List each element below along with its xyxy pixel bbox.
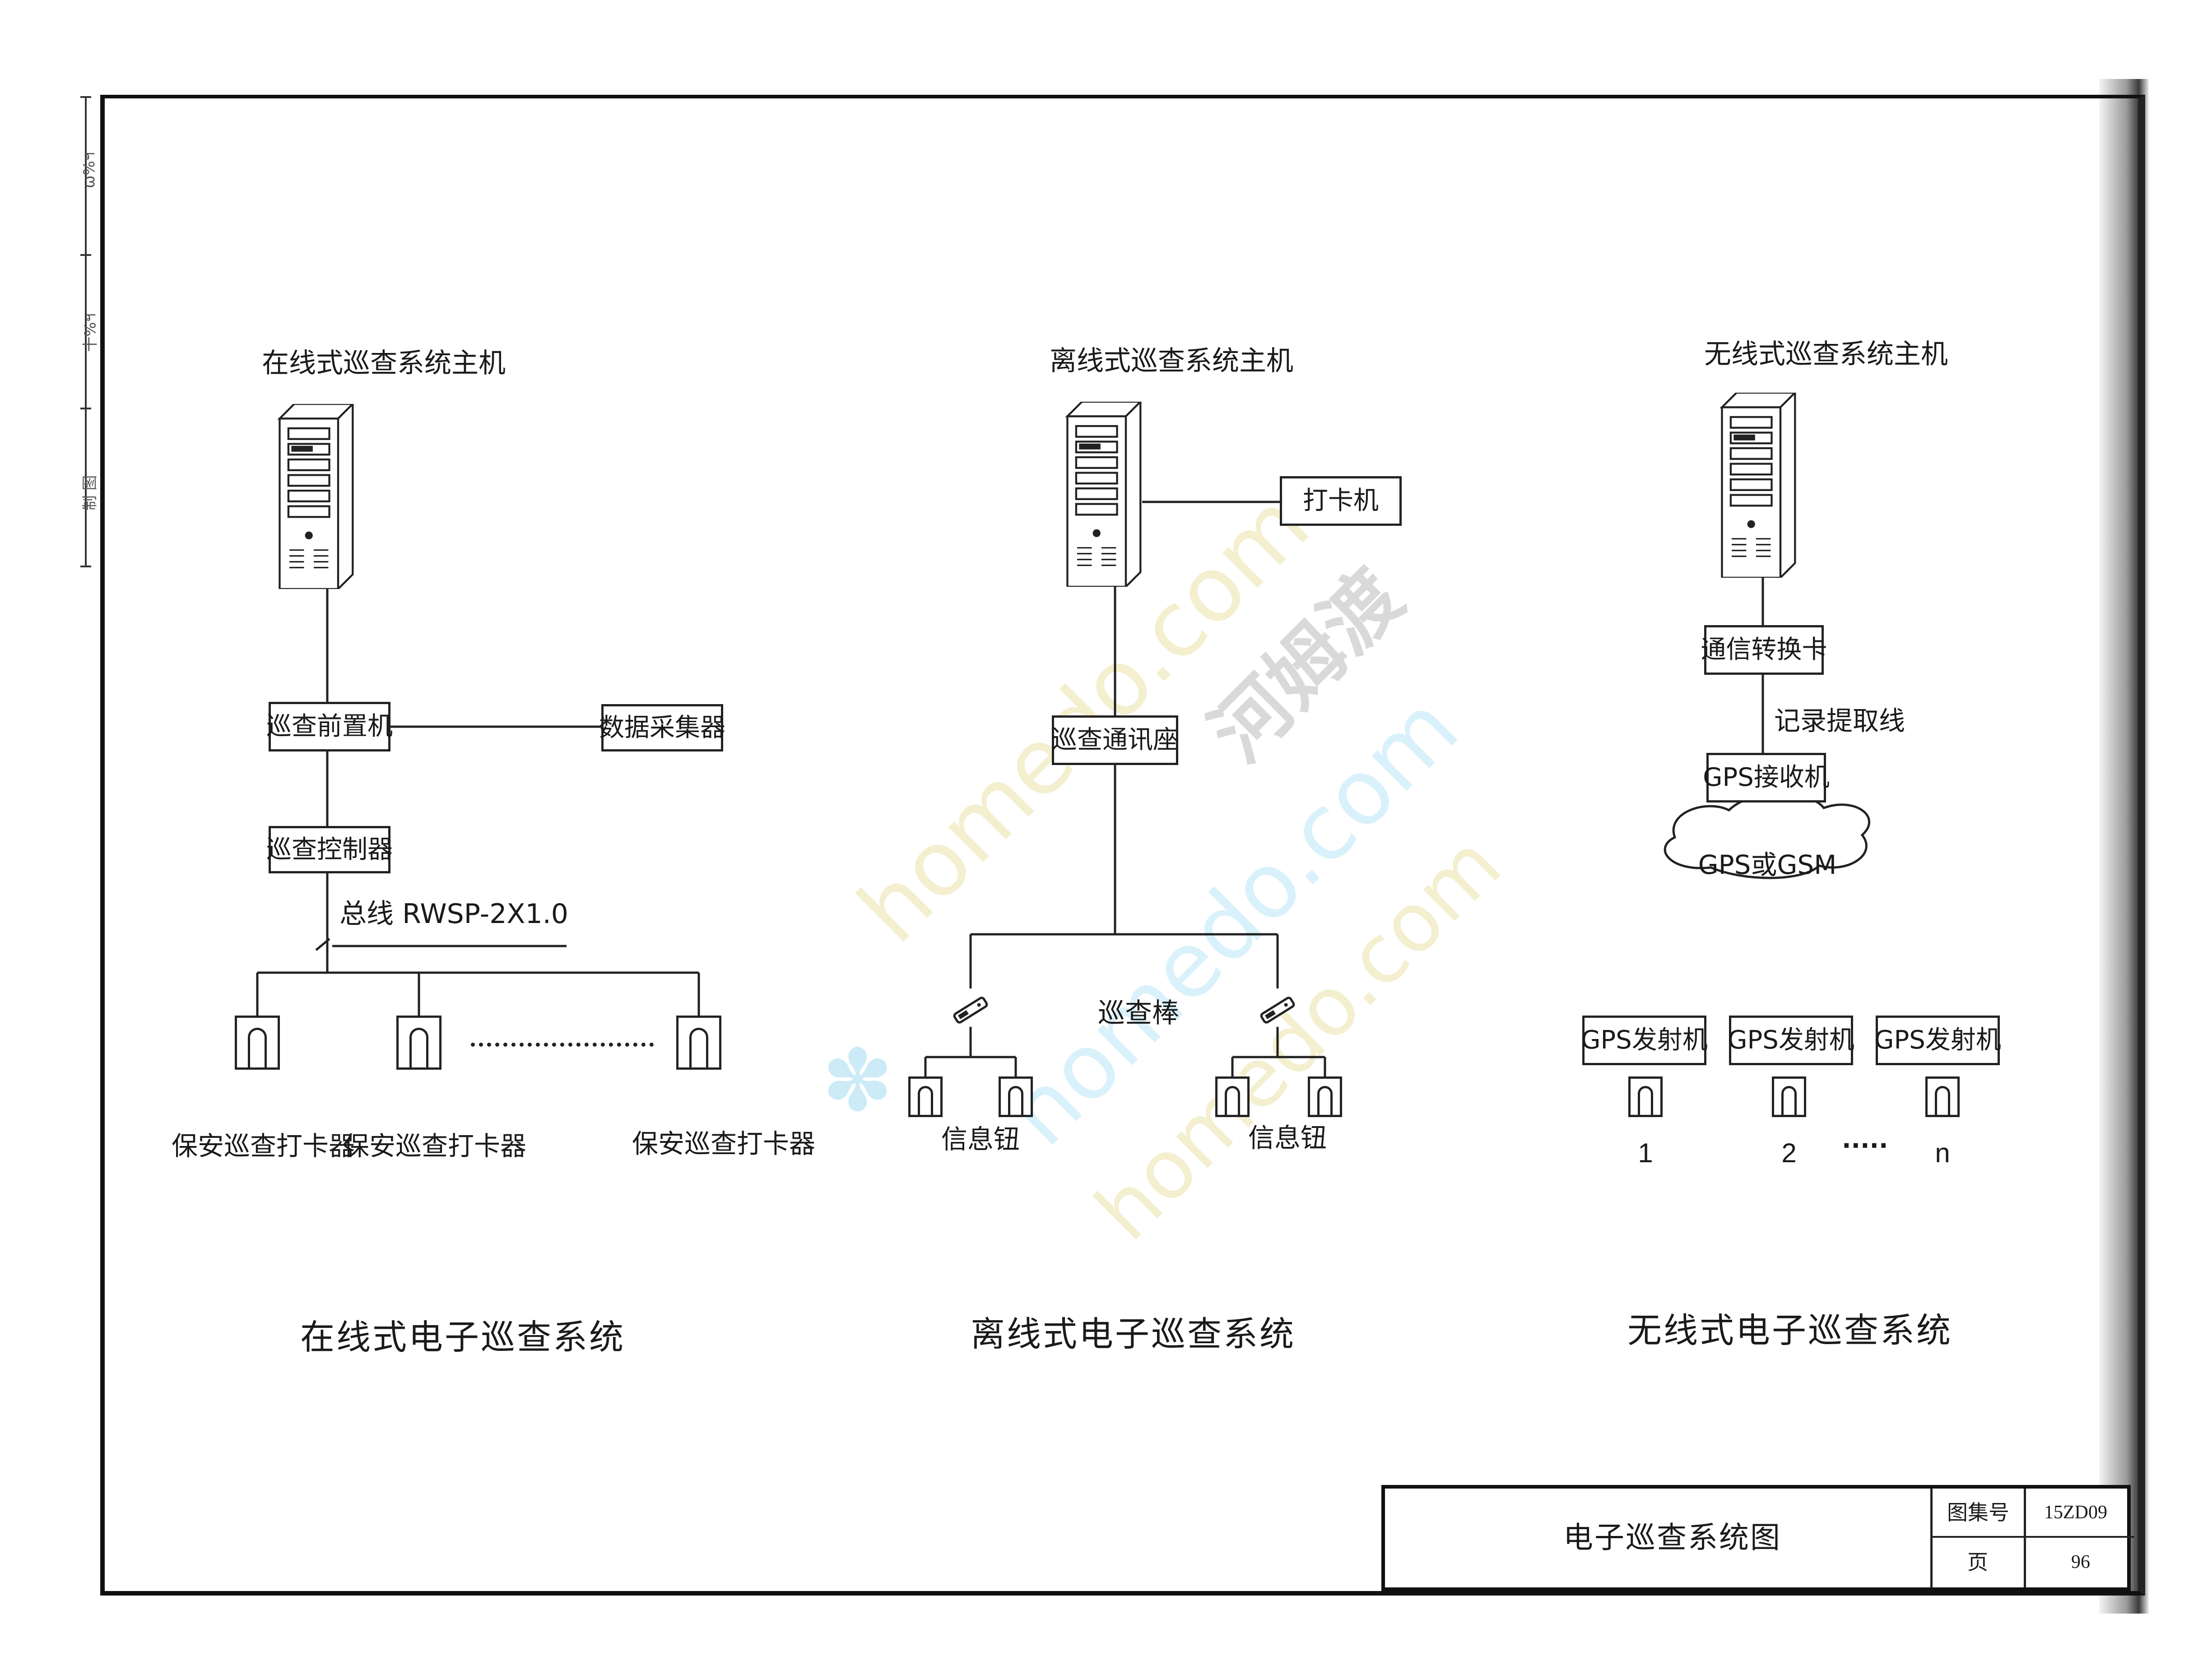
transmitter-2-tag-icon: [1772, 1076, 1806, 1117]
info-button-4-icon: [1308, 1076, 1342, 1117]
front-machine-box: 巡查前置机: [266, 702, 393, 752]
info-button-label-2: 信息钮: [1248, 1123, 1327, 1153]
reader-ellipsis-dots: [471, 1043, 654, 1047]
offline-system-title: 离线式电子巡查系统: [971, 1314, 1296, 1354]
wireless-host-label: 无线式巡查系统主机: [1704, 339, 1948, 370]
offline-host-label: 离线式巡查系统主机: [1050, 345, 1293, 377]
gps-transmitter-1-box: GPS发射机: [1581, 1016, 1708, 1065]
transmitter-number-2: 2: [1781, 1138, 1797, 1168]
card-machine-box: 打卡机: [1280, 476, 1402, 526]
transmitter-number-n: n: [1935, 1138, 1950, 1168]
security-reader-2-label: 保安巡查打卡器: [343, 1131, 527, 1161]
patrol-wand-label: 巡查棒: [1098, 997, 1179, 1029]
online-system-title: 在线式电子巡查系统: [300, 1317, 625, 1357]
gps-transmitter-2-box: GPS发射机: [1728, 1016, 1854, 1065]
transmitter-ellipsis: ·····: [1842, 1132, 1888, 1160]
drawing-frame: [100, 95, 2145, 1596]
title-block-divider-vertical-2: [2024, 1489, 2026, 1587]
security-reader-2-icon: [396, 1016, 441, 1070]
atlas-number-label: 图集号: [1947, 1500, 2009, 1525]
info-button-label-1: 信息钮: [941, 1124, 1020, 1155]
patrol-controller-box: 巡查控制器: [266, 826, 393, 873]
watermark-logo-icon: ✽: [822, 1031, 894, 1131]
offline-host-server-icon: [1065, 402, 1142, 587]
patrol-comm-seat-box: 巡查通讯座: [1052, 715, 1178, 765]
title-block-divider-horizontal: [1930, 1536, 2134, 1538]
data-collector-box: 数据采集器: [599, 704, 725, 752]
record-line-label: 记录提取线: [1774, 705, 1905, 736]
security-reader-3-icon: [676, 1016, 721, 1070]
info-button-2-icon: [999, 1076, 1033, 1117]
gps-receiver-box: GPS接收机: [1703, 753, 1830, 803]
patrol-wand-icons: [953, 997, 988, 1024]
info-button-1-icon: [908, 1076, 943, 1117]
atlas-number-value: 15ZD09: [2044, 1502, 2107, 1523]
security-reader-3-label: 保安巡查打卡器: [632, 1128, 816, 1159]
online-host-server-icon: [277, 404, 354, 589]
wireless-system-title: 无线式电子巡查系统: [1627, 1310, 1952, 1350]
drawing-title: 电子巡查系统图: [1563, 1520, 1781, 1555]
title-block: 电子巡查系统图 图集号 15ZD09 页 96: [1381, 1485, 2134, 1591]
gps-gsm-network-label: GPS或GSM: [1698, 849, 1837, 880]
info-button-3-icon: [1215, 1076, 1250, 1117]
gps-transmitter-3-box: GPS发射机: [1874, 1016, 2001, 1065]
security-reader-1-icon: [235, 1016, 280, 1070]
online-host-label: 在线式巡查系统主机: [262, 348, 506, 379]
page-label: 页: [1967, 1550, 1988, 1574]
transmitter-number-1: 1: [1638, 1138, 1653, 1168]
title-block-divider-vertical-1: [1930, 1489, 1933, 1587]
wireless-host-server-icon: [1719, 393, 1797, 578]
margin-ticks: [80, 96, 91, 567]
bus-label: 总线 RWSP-2X1.0: [339, 898, 568, 930]
page-value: 96: [2071, 1552, 2090, 1573]
transmitter-1-tag-icon: [1628, 1076, 1663, 1117]
transmitter-3-tag-icon: [1925, 1076, 1960, 1117]
comm-card-box: 通信转换卡: [1701, 625, 1827, 675]
security-reader-1-label: 保安巡查打卡器: [172, 1131, 355, 1161]
